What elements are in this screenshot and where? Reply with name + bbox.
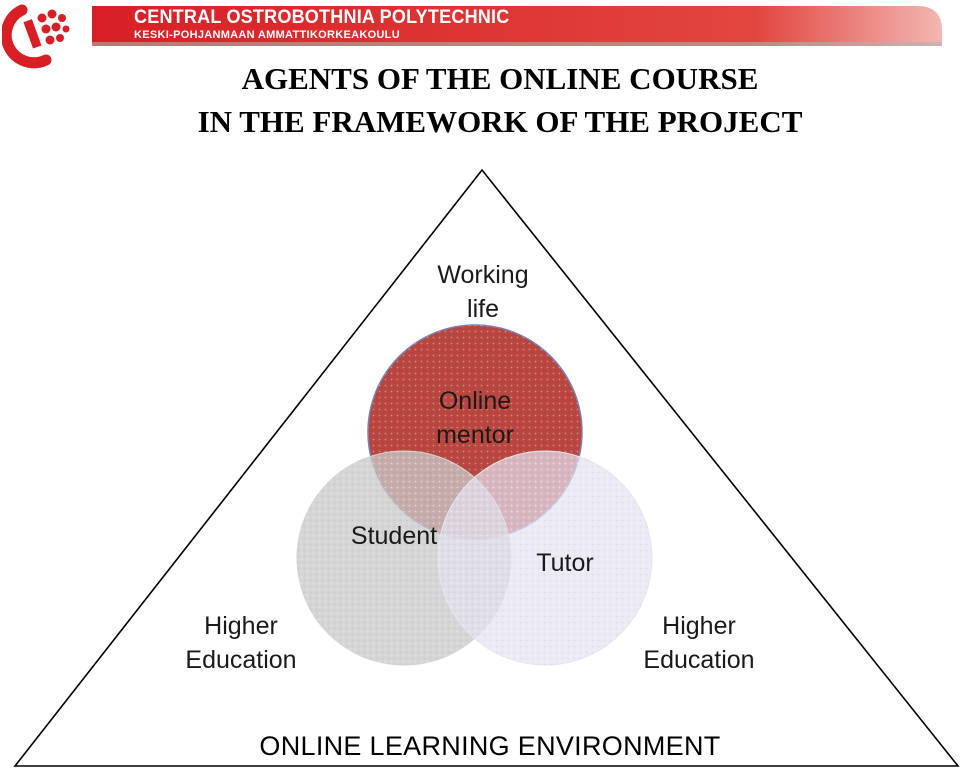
right-higher-education-line2: Education (643, 646, 755, 674)
slide-title-line1: AGENTS OF THE ONLINE COURSE (241, 61, 759, 96)
institution-name-finnish: KESKI-POHJANMAAN AMMATTIKORKEAKOULU (134, 29, 400, 41)
slide-title-line2: IN THE FRAMEWORK OF THE PROJECT (197, 104, 803, 139)
tutor-circle-texture (438, 451, 652, 665)
online-mentor-label-line1: Online (438, 387, 512, 415)
online-learning-environment-label: ONLINE LEARNING ENVIRONMENT (259, 731, 721, 761)
right-higher-education-label: Higher Education (624, 609, 774, 677)
tutor-label: Tutor (536, 549, 594, 577)
header-banner (92, 6, 942, 46)
polytechnic-logo-icon (2, 4, 70, 69)
online-mentor-label-line2: mentor (436, 421, 514, 449)
left-higher-education-line1: Higher (204, 612, 278, 640)
online-mentor-label: Online mentor (375, 384, 575, 452)
working-life-label: Working life (383, 258, 583, 326)
student-label: Student (350, 522, 438, 550)
right-higher-education-line1: Higher (662, 612, 736, 640)
working-life-label-line1: Working (437, 261, 529, 289)
working-life-label-line2: life (467, 295, 499, 323)
left-higher-education-line2: Education (185, 646, 297, 674)
left-higher-education-label: Higher Education (166, 609, 316, 677)
institution-name: CENTRAL OSTROBOTHNIA POLYTECHNIC (134, 7, 510, 28)
framework-triangle (13, 168, 960, 767)
